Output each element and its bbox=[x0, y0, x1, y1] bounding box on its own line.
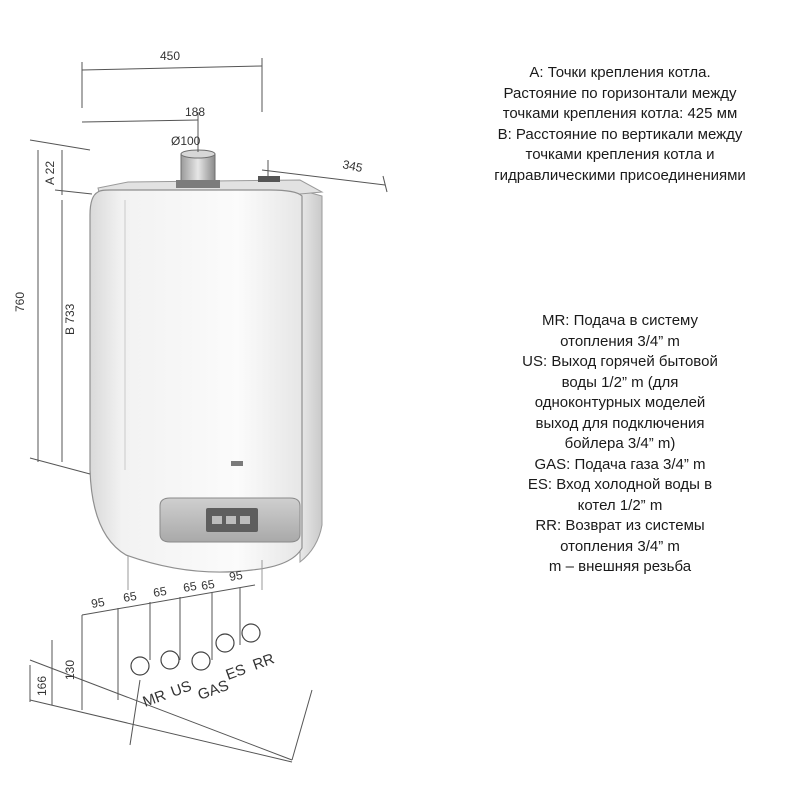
boiler-side-panel bbox=[299, 189, 323, 564]
dim-conn-spacing-1: 95 bbox=[90, 595, 106, 611]
mounting-note-line: точками крепления котла: 425 мм bbox=[502, 105, 738, 122]
mounting-note-line: A: Точки крепления котла. bbox=[529, 64, 711, 81]
connection-legend-line: одноконтурных моделей bbox=[534, 394, 706, 411]
connection-legend-line: бойлера 3/4” m) bbox=[564, 435, 676, 452]
mounting-notes: A: Точки крепления котла. Растояние по г… bbox=[445, 63, 795, 186]
connection-circles bbox=[130, 623, 261, 676]
connection-circle-es bbox=[215, 633, 235, 653]
connection-legend-line: RR: Возврат из системы bbox=[535, 517, 705, 534]
bottom-pipe-bracket bbox=[127, 556, 263, 590]
boiler-unit bbox=[89, 179, 324, 590]
flue-pipe bbox=[176, 149, 280, 188]
dim-depth-label: 345 bbox=[341, 157, 364, 175]
dim-b-distance-label: B 733 bbox=[63, 303, 77, 335]
boiler-front-casing bbox=[89, 189, 303, 573]
connection-legend-line: котел 1/2” m bbox=[577, 496, 663, 514]
connection-legend-line: выход для подключения bbox=[535, 414, 705, 432]
connection-legend: MR: Подача в систему отопления 3/4” m US… bbox=[470, 311, 770, 578]
connection-legend-line: US: Выход горячей бытовой bbox=[522, 353, 718, 370]
connection-circle-rr bbox=[241, 623, 261, 643]
connection-legend-line: ES: Вход холодной воды в bbox=[527, 476, 713, 493]
mounting-note-line: точками крепления котла и bbox=[525, 146, 715, 163]
dim-conn-spacing-3: 65 bbox=[152, 584, 168, 600]
connection-legend-line: m – внешняя резьба bbox=[548, 558, 692, 575]
dim-conn-spacing-6: 95 bbox=[228, 568, 244, 584]
connection-legend-line: отопления 3/4” m bbox=[560, 537, 680, 555]
brand-logo bbox=[231, 461, 243, 466]
connection-circle-us bbox=[160, 650, 180, 670]
dim-a-offset-label: A 22 bbox=[43, 161, 57, 185]
dim-flue-diameter-label: Ø100 bbox=[171, 134, 201, 148]
dim-height-label: 760 bbox=[13, 292, 27, 312]
control-button bbox=[240, 516, 250, 524]
dim-flue-offset-label: 188 bbox=[185, 105, 205, 119]
dim-conn-spacing-5: 65 bbox=[200, 577, 216, 593]
connection-label-mr: MR bbox=[141, 687, 169, 711]
dimension-lines bbox=[29, 58, 388, 763]
mounting-note-line: B: Расстояние по вертикали между bbox=[497, 125, 743, 143]
connection-label-rr: RR bbox=[251, 650, 277, 673]
connection-label-us: US bbox=[169, 678, 194, 701]
mounting-note-line: гидравлическими присоединениями bbox=[494, 166, 746, 184]
connection-legend-line: GAS: Подача газа 3/4” m bbox=[534, 455, 706, 473]
connection-circle-gas bbox=[191, 651, 211, 671]
connection-legend-line: воды 1/2” m (для bbox=[561, 373, 679, 391]
connection-legend-line: отопления 3/4” m bbox=[560, 332, 680, 350]
control-button bbox=[212, 516, 222, 524]
mounting-note-line: Растояние по горизонтали между bbox=[503, 84, 737, 102]
dim-width-label: 450 bbox=[160, 49, 180, 63]
dim-conn-offset-166: 166 bbox=[35, 676, 49, 696]
connection-legend-line: MR: Подача в систему bbox=[541, 312, 699, 329]
control-button bbox=[226, 516, 236, 524]
dim-conn-spacing-4: 65 bbox=[182, 579, 198, 595]
dim-conn-spacing-2: 65 bbox=[122, 589, 138, 605]
dim-conn-offset-130: 130 bbox=[63, 660, 77, 680]
connection-circle-mr bbox=[130, 656, 150, 676]
connection-label-es: ES bbox=[224, 661, 249, 684]
connection-label-gas: GAS bbox=[196, 677, 232, 704]
